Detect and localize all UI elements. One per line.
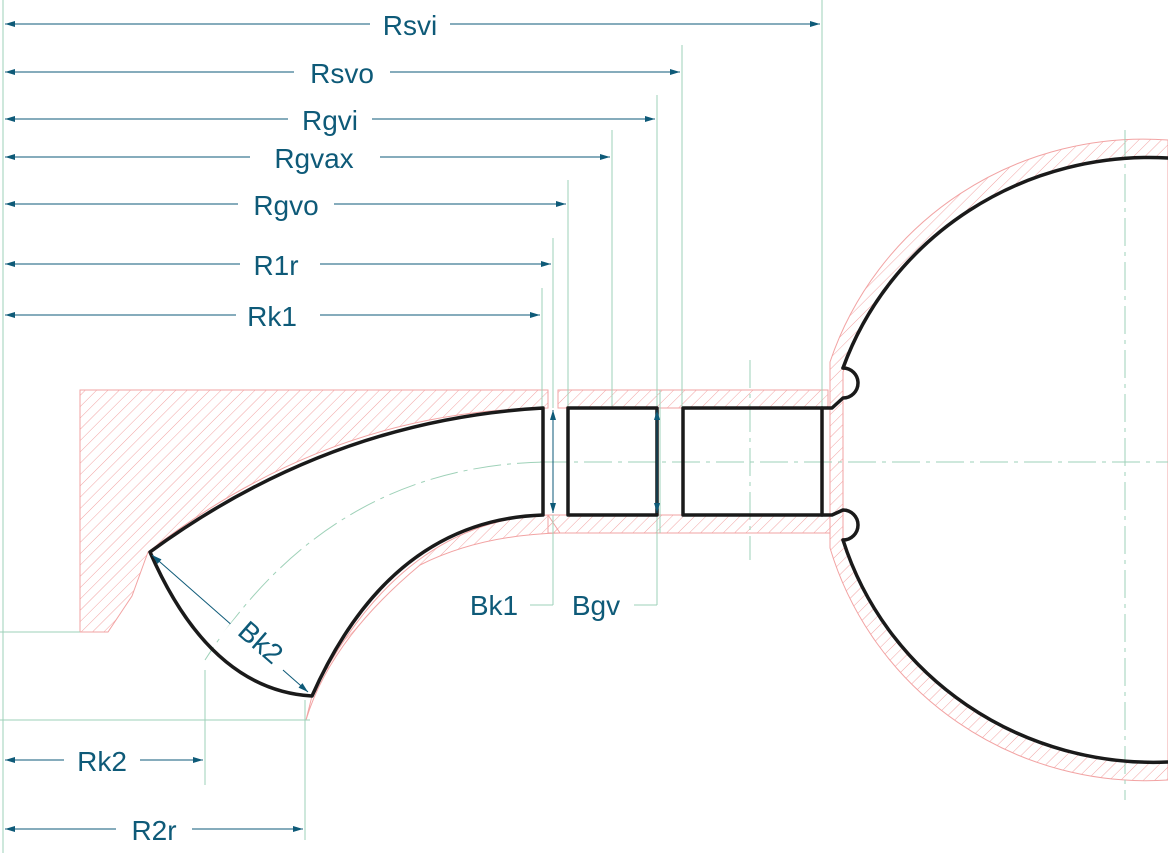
lower-curve-hatch bbox=[305, 514, 561, 721]
radius-dimensions: Rsvi Rsvo Rgvi Rgvax Rgvo R1r bbox=[5, 8, 820, 847]
label-bgv: Bgv bbox=[572, 590, 620, 621]
label-rsvi: Rsvi bbox=[383, 10, 437, 41]
label-rgvi: Rgvi bbox=[302, 105, 358, 136]
label-rgvax: Rgvax bbox=[274, 143, 353, 174]
lower-groove bbox=[820, 508, 860, 542]
dimension-rgvi: Rgvi bbox=[5, 103, 655, 137]
label-rk2: Rk2 bbox=[77, 746, 127, 777]
housing-hatch bbox=[79, 138, 1168, 782]
dimension-r2r: R2r bbox=[5, 813, 303, 847]
dimension-r1r: R1r bbox=[5, 248, 551, 282]
upper-strip-hatch bbox=[557, 389, 829, 409]
label-rgvo: Rgvo bbox=[253, 190, 318, 221]
dimension-bgv: Bgv bbox=[572, 410, 660, 621]
label-rsvo: Rsvo bbox=[310, 58, 374, 89]
dimension-rsvi: Rsvi bbox=[5, 8, 820, 42]
dimension-bk1: Bk1 bbox=[470, 410, 556, 621]
dimension-rk1: Rk1 bbox=[5, 299, 540, 333]
width-dimensions: Bk1 Bgv Bk2 bbox=[151, 410, 660, 693]
label-r2r: R2r bbox=[131, 815, 176, 846]
dimension-bk2: Bk2 bbox=[151, 554, 309, 693]
torus-outline bbox=[841, 155, 1168, 765]
upper-groove bbox=[820, 366, 860, 410]
dimension-rgvax: Rgvax bbox=[5, 141, 610, 175]
label-rk1: Rk1 bbox=[247, 301, 297, 332]
lower-strip-hatch bbox=[547, 514, 831, 534]
label-r1r: R1r bbox=[253, 250, 298, 281]
dimension-rk2: Rk2 bbox=[5, 744, 203, 778]
dimension-rsvo: Rsvo bbox=[5, 56, 680, 90]
torus-hatch bbox=[829, 138, 1168, 782]
label-bk1: Bk1 bbox=[470, 590, 518, 621]
stator-vane-passage bbox=[681, 406, 824, 517]
dimension-rgvo: Rgvo bbox=[5, 188, 566, 222]
